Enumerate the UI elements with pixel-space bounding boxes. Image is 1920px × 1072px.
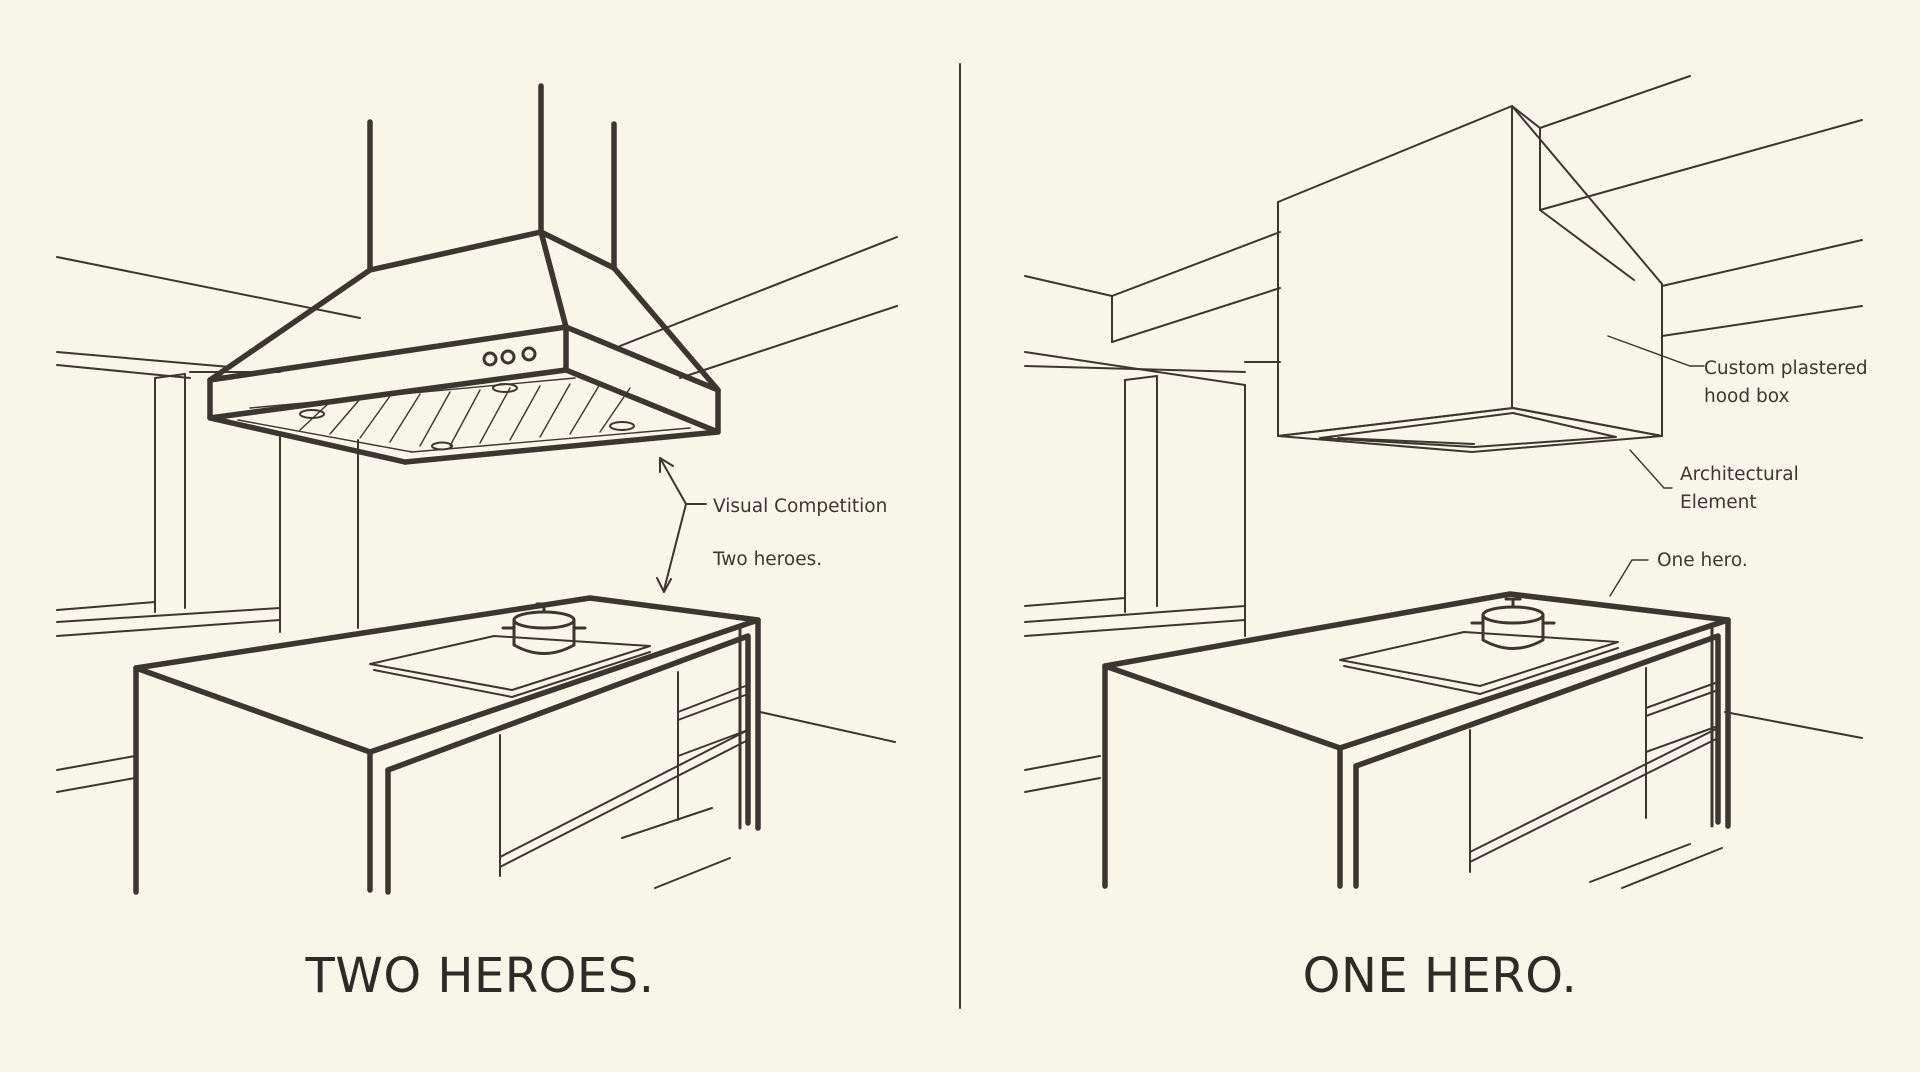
visual-competition-label: Visual Competition [713,496,887,517]
left-room-background [56,236,898,889]
hood-filter [237,377,691,453]
left-range-hood [207,83,721,465]
pot-icon [1470,597,1556,650]
right-hood-box [1277,105,1663,453]
left-caption: TWO HEROES. [305,948,655,1004]
right-panel: Custom plastered hood box Architectural … [1024,75,1868,1004]
visual-competition-annotation: Visual Competition Two heroes. [656,457,887,593]
custom-hood-label-line1: Custom plastered [1704,358,1868,379]
light-icon [431,441,453,451]
one-hero-annotation: One hero. [1609,550,1748,597]
left-panel: Visual Competition Two heroes. TWO HEROE… [56,83,898,1004]
control-knob-icon [482,351,498,367]
light-icon [492,383,518,393]
right-kitchen-island [1102,591,1731,889]
cooktop [369,635,651,691]
cooktop [1339,631,1619,687]
control-knob-icon [521,346,537,362]
custom-hood-annotation: Custom plastered hood box [1607,335,1868,407]
pot-icon [501,602,587,655]
right-room-background [1024,75,1863,889]
architectural-element-annotation: Architectural Element [1629,449,1799,513]
two-heroes-label: Two heroes. [712,549,822,570]
architectural-label-line1: Architectural [1680,464,1799,485]
one-hero-label: One hero. [1657,550,1748,571]
right-caption: ONE HERO. [1303,948,1578,1004]
light-icon [609,421,635,431]
light-icon [299,409,325,419]
control-knob-icon [500,349,516,365]
custom-hood-label-line2: hood box [1704,386,1789,407]
left-kitchen-island [133,595,761,895]
architectural-label-line2: Element [1680,492,1757,513]
